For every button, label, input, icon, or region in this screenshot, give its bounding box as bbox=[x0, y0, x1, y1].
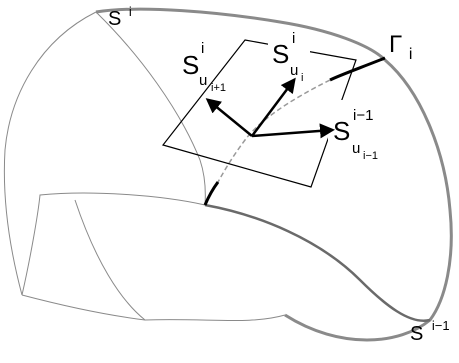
svg-text:i: i bbox=[301, 72, 303, 84]
svg-text:S: S bbox=[333, 116, 350, 146]
svg-text:S: S bbox=[272, 39, 289, 69]
surface-seam-inner bbox=[95, 11, 206, 206]
label-surface-top: S i bbox=[108, 4, 132, 30]
svg-text:i: i bbox=[201, 40, 204, 57]
surface-outline-bottom bbox=[21, 294, 286, 322]
svg-text:i−1: i−1 bbox=[353, 107, 373, 124]
svg-text:i+1: i+1 bbox=[211, 82, 226, 94]
arrow-tangent-up bbox=[251, 77, 296, 137]
arrow-tangent-left bbox=[205, 98, 253, 137]
surface-right-edge bbox=[284, 58, 453, 342]
svg-text:i: i bbox=[292, 30, 295, 47]
arrow-tangent-right bbox=[251, 123, 335, 139]
surface-outline-left bbox=[3, 11, 97, 296]
surface-top-edge bbox=[95, 7, 387, 62]
label-tangent-right: S i−1 u i−1 bbox=[333, 107, 378, 162]
tangent-plane bbox=[161, 39, 357, 188]
curve-gamma-hidden bbox=[217, 79, 331, 183]
curve-gamma-lower bbox=[203, 181, 220, 206]
label-mask-right bbox=[328, 100, 396, 158]
label-mask-up bbox=[268, 32, 310, 82]
label-curve-gamma: Γ i bbox=[389, 31, 412, 63]
svg-text:u: u bbox=[199, 72, 207, 89]
surface-seam-bottom-fold bbox=[74, 199, 146, 321]
svg-text:u: u bbox=[352, 140, 360, 157]
label-surface-bottom: S i−1 bbox=[410, 318, 450, 345]
label-tangent-left: S i u i+1 bbox=[182, 40, 226, 94]
label-tangent-up: S i u i bbox=[272, 30, 303, 84]
svg-text:u: u bbox=[290, 62, 298, 79]
svg-text:S: S bbox=[182, 50, 199, 80]
svg-text:i−1: i−1 bbox=[363, 150, 378, 162]
surface-seam-lower bbox=[21, 192, 206, 296]
curve-gamma bbox=[329, 56, 386, 82]
surface-lower-edge bbox=[204, 203, 431, 323]
